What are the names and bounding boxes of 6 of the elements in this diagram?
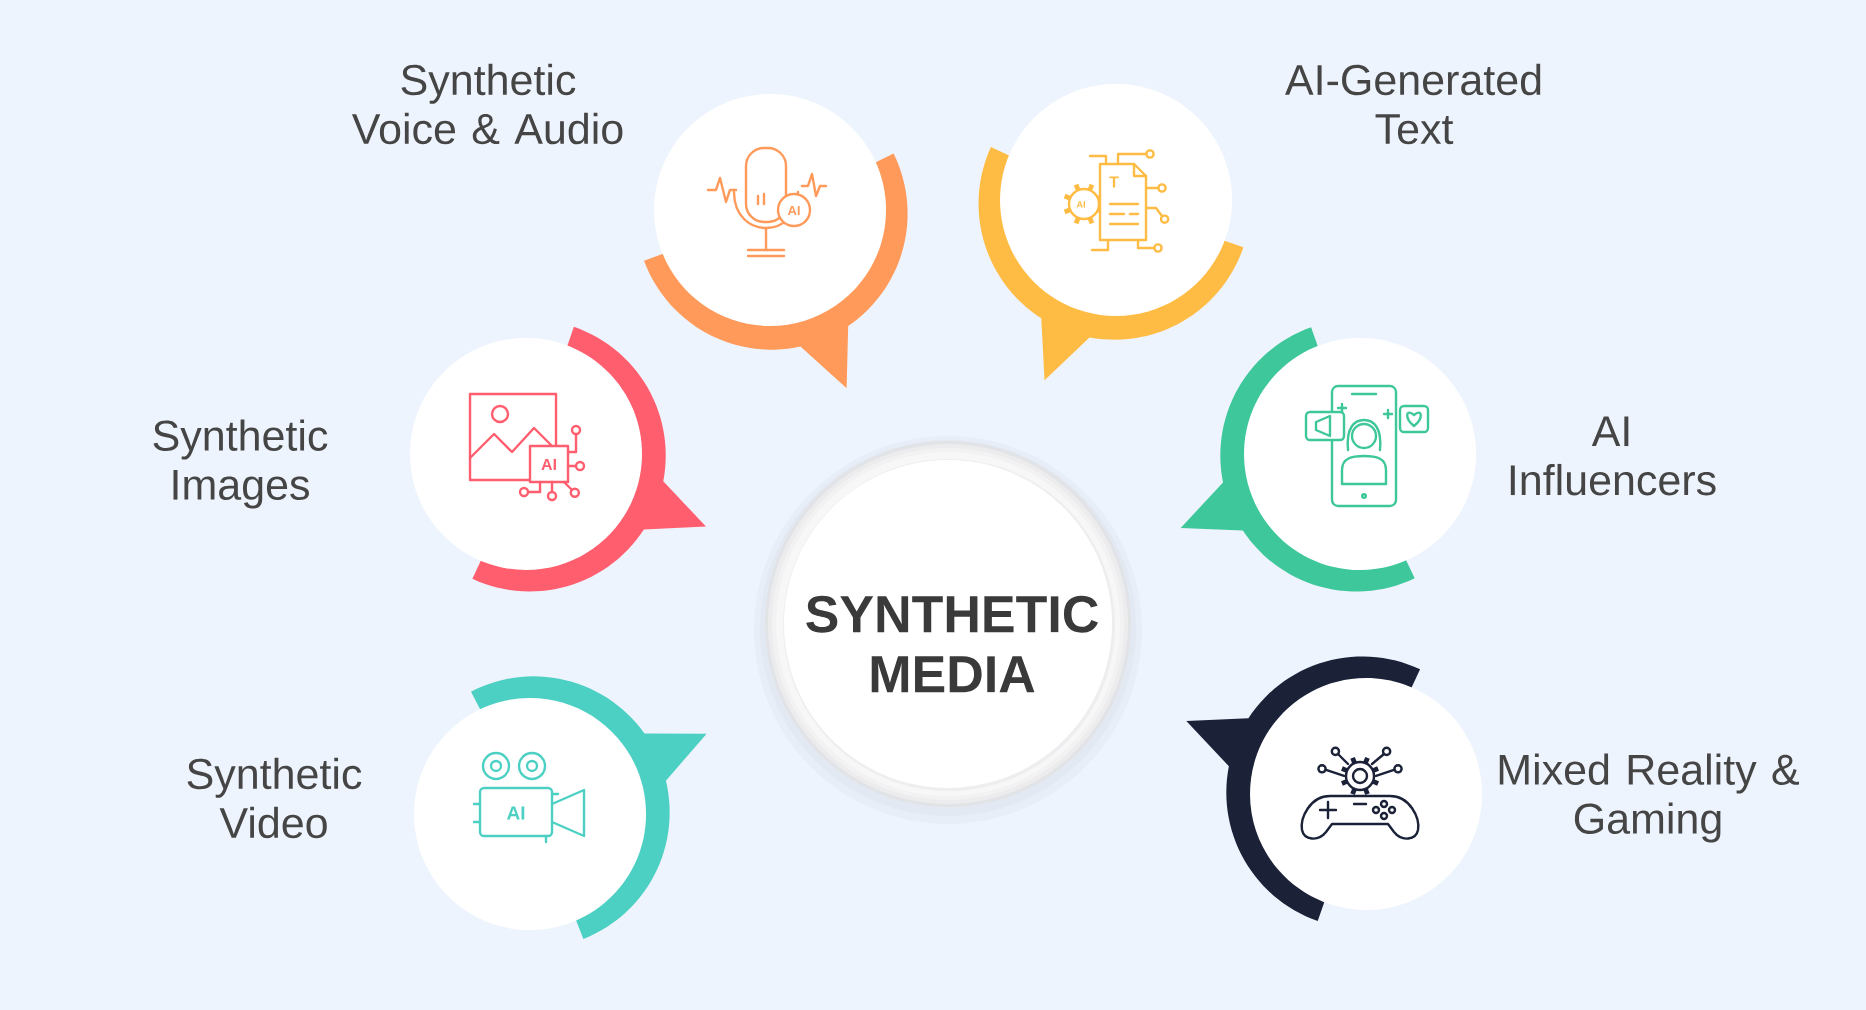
category-label: Synthetic Voice & Audio xyxy=(351,63,623,145)
category-label: Synthetic Images xyxy=(153,419,328,509)
category-label: Mixed Reality & Gaming xyxy=(1499,753,1799,843)
category-label: AI Influencers xyxy=(1510,416,1716,496)
category-label: Synthetic Video xyxy=(187,757,362,839)
category-label: AI-Generated Text xyxy=(1285,63,1541,145)
